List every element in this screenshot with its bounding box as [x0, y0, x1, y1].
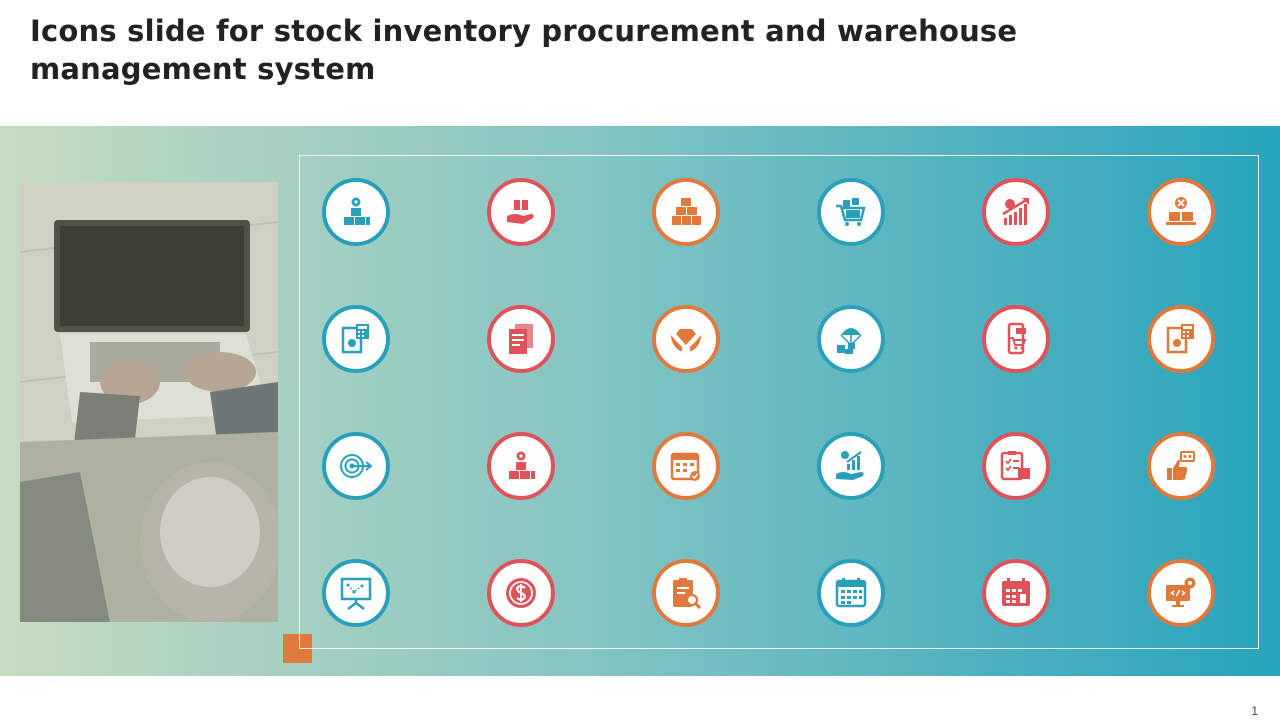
calendar-grid-icon	[835, 578, 867, 608]
dollar-coin-icon	[506, 578, 536, 608]
icon-tile	[1147, 432, 1215, 500]
icon-tile	[487, 305, 555, 373]
diamond-hands-icon	[671, 329, 701, 351]
slide-title: Icons slide for stock inventory procurem…	[30, 14, 1018, 86]
icon-tile	[817, 432, 885, 500]
boxes-gear-icon	[344, 197, 370, 225]
laptop-photo	[20, 182, 278, 622]
parachute-delivery-icon	[837, 328, 862, 354]
invoice-calculator-icon	[341, 324, 369, 354]
icon-tile	[487, 178, 555, 246]
icon-tile	[652, 559, 720, 627]
calendar-schedule-icon	[1002, 578, 1030, 606]
icon-tile	[487, 559, 555, 627]
invoice-calculator-icon	[1166, 324, 1194, 354]
clipboard-search-icon	[673, 578, 702, 610]
icon-tile	[982, 432, 1050, 500]
icon-tile	[487, 432, 555, 500]
box-cancel-icon	[1166, 197, 1196, 225]
icon-tile	[322, 178, 390, 246]
gift-hand-icon	[507, 200, 534, 224]
icon-tile	[652, 305, 720, 373]
icon-tile	[322, 432, 390, 500]
hand-growth-icon	[836, 451, 864, 480]
presentation-board-icon	[340, 577, 372, 610]
thumbs-up-idea-icon	[1167, 451, 1195, 480]
icon-tile	[652, 178, 720, 246]
checklist-box-icon	[1000, 451, 1030, 481]
icon-tile	[652, 432, 720, 500]
target-arrow-icon	[340, 454, 373, 478]
page-number: 1	[1251, 704, 1258, 718]
calendar-check-icon	[670, 452, 700, 481]
monitor-code-gear-icon	[1166, 577, 1196, 607]
mobile-shopping-icon	[1007, 322, 1027, 355]
icon-tile	[1147, 559, 1215, 627]
icon-tile	[1147, 178, 1215, 246]
icon-tile	[982, 178, 1050, 246]
icons-frame	[299, 155, 1259, 649]
icon-tile	[982, 305, 1050, 373]
icon-tile	[322, 559, 390, 627]
boxes-gear-icon	[509, 451, 535, 479]
icon-tile	[817, 305, 885, 373]
icon-tile	[817, 178, 885, 246]
shopping-cart-boxes-icon	[836, 198, 866, 226]
documents-icon	[509, 324, 533, 354]
icon-tile	[322, 305, 390, 373]
stacked-boxes-icon	[672, 198, 701, 225]
icon-tile	[982, 559, 1050, 627]
icon-tile	[1147, 305, 1215, 373]
icon-tile	[817, 559, 885, 627]
growth-chart-icon	[1002, 197, 1029, 225]
